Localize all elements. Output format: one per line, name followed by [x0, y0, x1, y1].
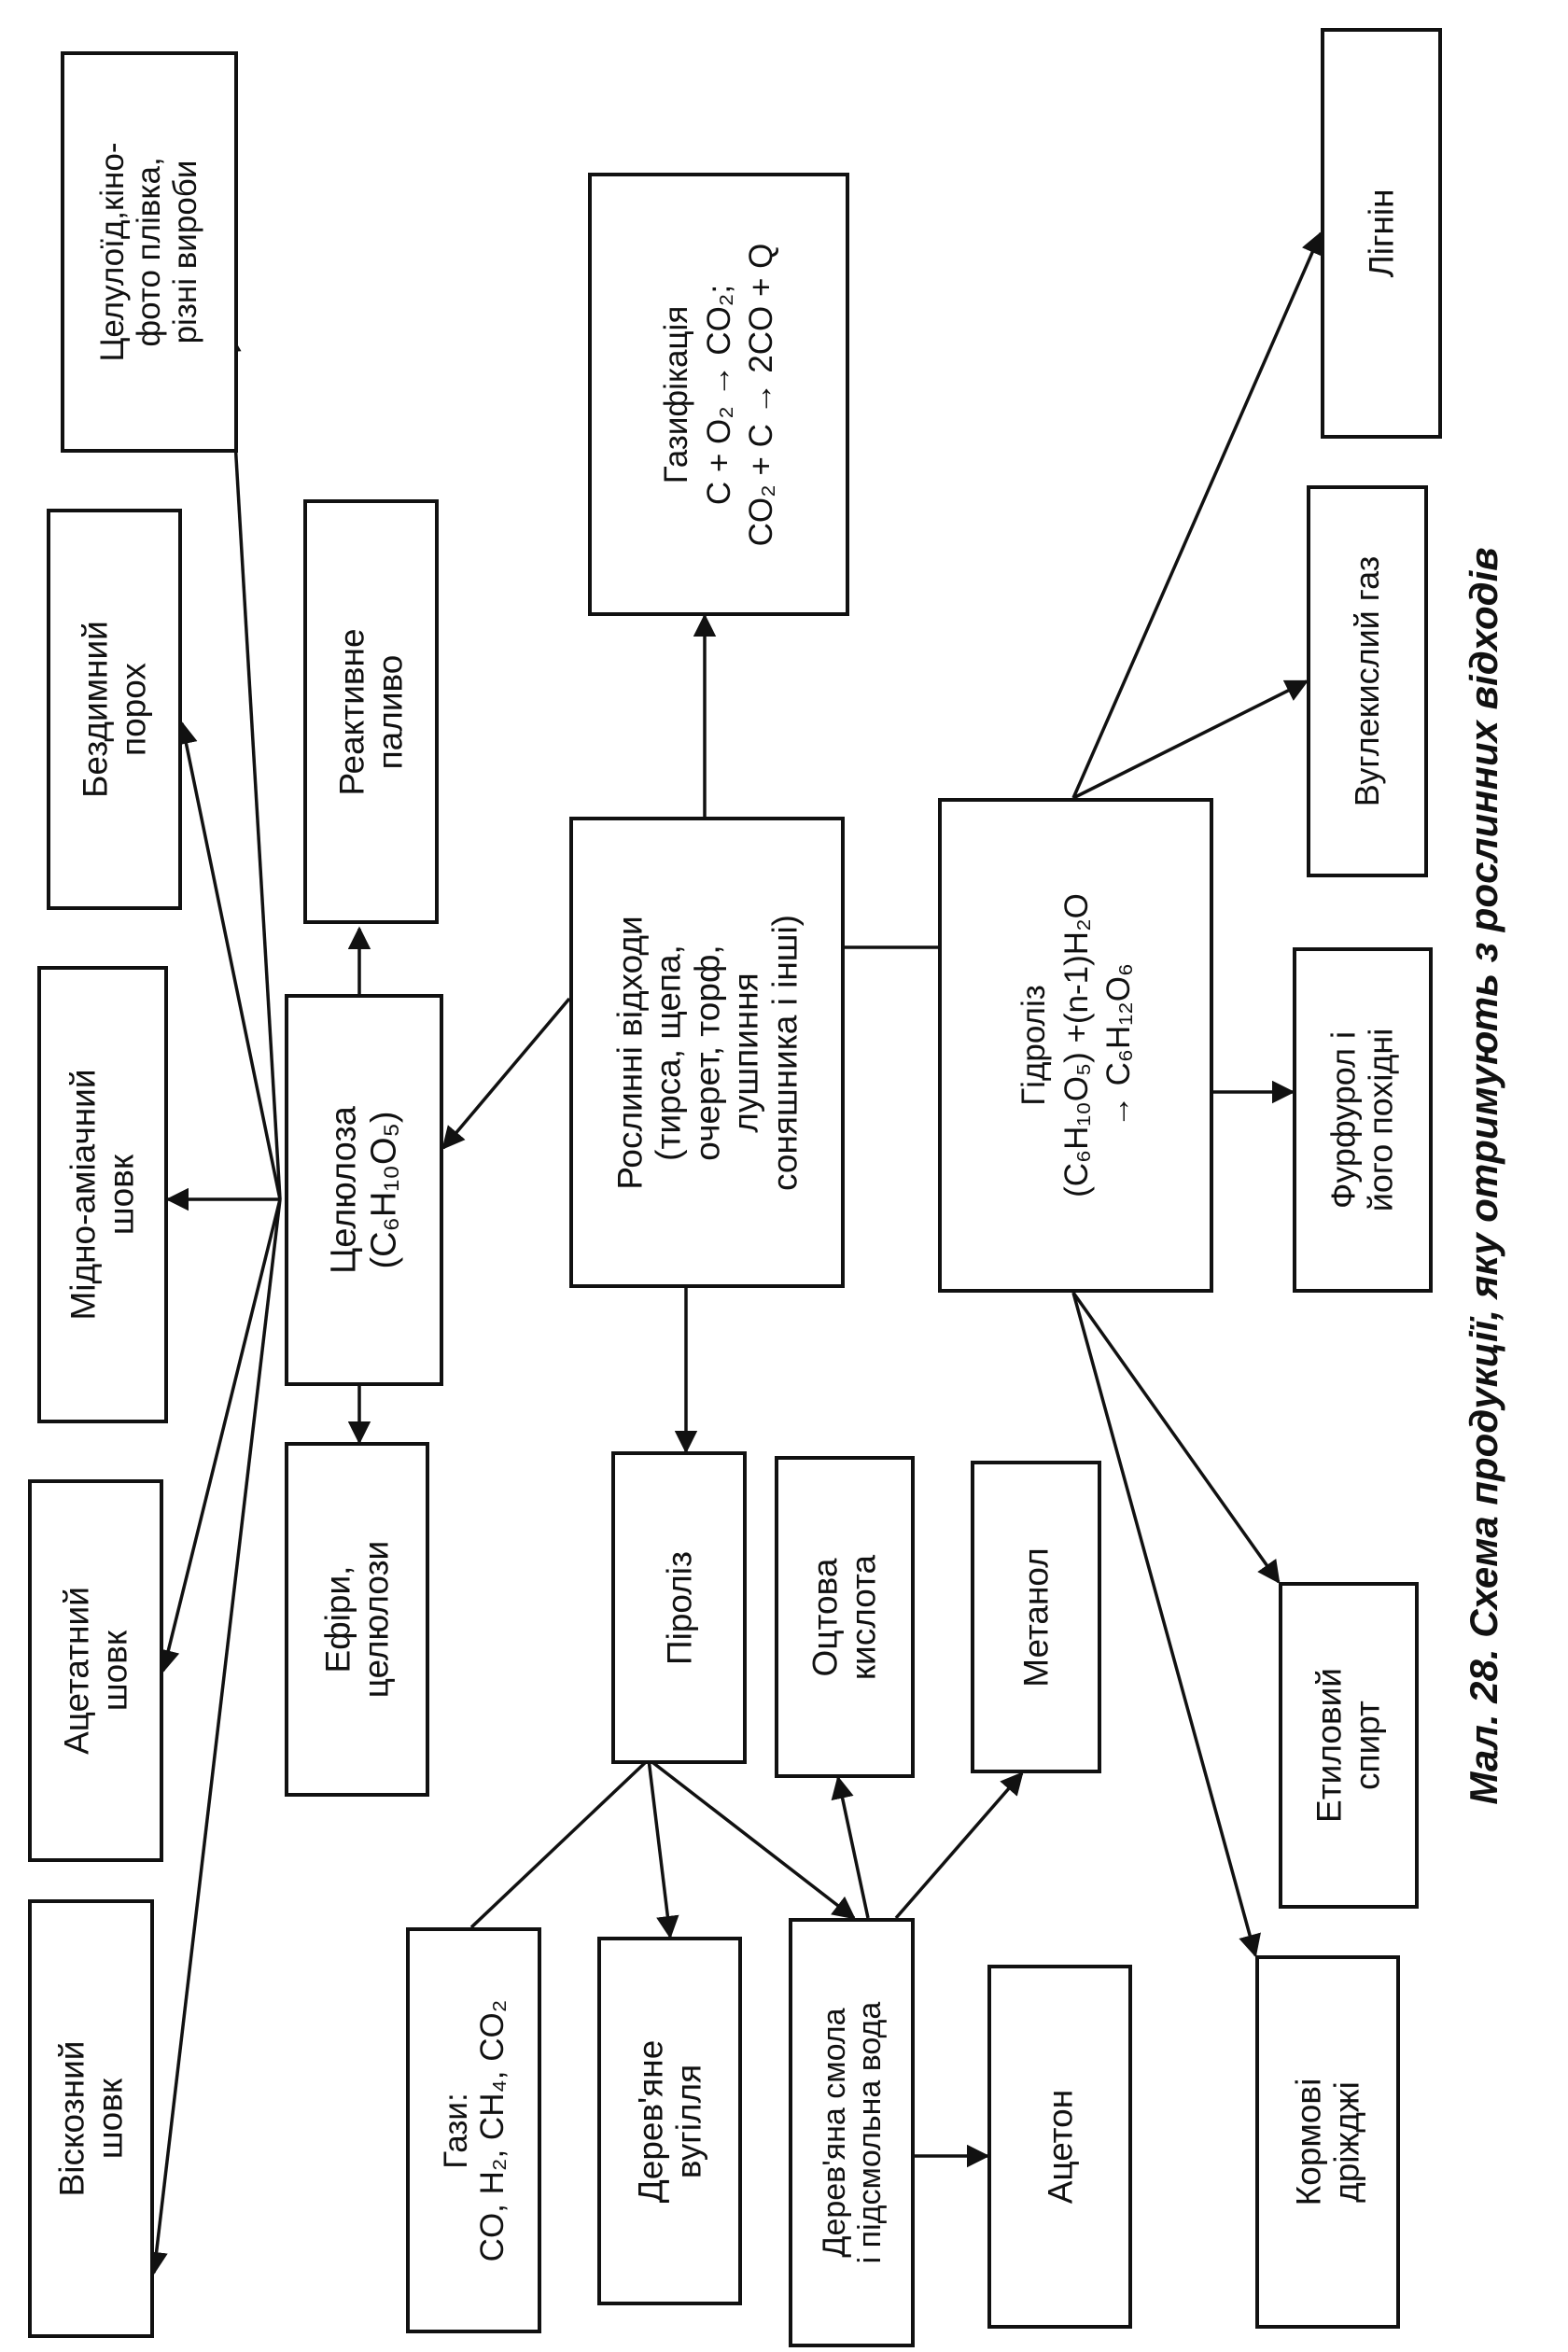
label-acetate-silk: Ацетатний шовк	[57, 1587, 134, 1755]
box-wood-tar: Дерев'яна смола і підсмольна вода	[789, 1918, 915, 2347]
box-furfural: Фурфурол і його похідні	[1293, 947, 1433, 1293]
label-acetic-acid: Оцтова кислота	[805, 1554, 883, 1680]
label-copper-ammonia-silk: Мідно-аміачний шовк	[63, 1069, 141, 1321]
label-methanol: Метанол	[1016, 1547, 1056, 1687]
box-carbon-dioxide: Вуглекислий газ	[1307, 485, 1428, 877]
arrow-cellulose-to-powder	[175, 721, 282, 1200]
label-hydrolysis: Гідроліз (C₆H₁₀O₅) +(n-1)H₂O → C₆H₁₂O₆	[1015, 893, 1137, 1197]
box-cellulose: Целюлоза (C₆H₁₀O₅)	[285, 994, 443, 1386]
label-wood-tar: Дерев'яна смола і підсмольна вода	[816, 2001, 888, 2264]
box-ethyl-alcohol: Етиловий спирт	[1279, 1582, 1419, 1909]
box-copper-ammonia-silk: Мідно-аміачний шовк	[37, 966, 168, 1423]
label-smokeless-powder: Бездимний порох	[76, 621, 153, 798]
arrow-cellulose-to-viscose	[145, 1198, 282, 2275]
arrow-hydrolysis-to-co2	[1072, 679, 1309, 800]
box-methanol: Метанол	[971, 1461, 1101, 1773]
box-acetone: Ацетон	[987, 1965, 1132, 2329]
box-plant-waste[interactable]: Рослинні відходи (тирса, щепа, очерет, т…	[569, 817, 845, 1288]
label-cellulose: Целюлоза (C₆H₁₀O₅)	[324, 1106, 403, 1274]
label-pyrolysis: Піроліз	[659, 1550, 698, 1665]
box-charcoal: Дерев'яне вугілля	[597, 1937, 742, 2305]
box-viscose-silk: Віскозний шовк	[28, 1899, 154, 2338]
label-celluloid: Целулоїд,кіно- фото плівка, різні вироби	[94, 142, 204, 362]
label-viscose-silk: Віскозний шовк	[52, 2040, 130, 2197]
arrow-hydrolysis-to-ethanol	[1071, 1291, 1281, 1584]
arrow-cellulose-to-acetate	[157, 1198, 282, 1673]
label-fodder-yeast: Кормові дріжджі	[1289, 2078, 1366, 2206]
label-lignin: Лігнін	[1362, 189, 1401, 278]
label-charcoal: Дерев'яне вугілля	[631, 2039, 708, 2203]
label-acetone: Ацетон	[1040, 2089, 1079, 2205]
label-jet-fuel: Реактивне паливо	[332, 627, 410, 796]
arrow-pyrolysis-to-charcoal	[647, 1758, 679, 1939]
arrow-cellulose-to-celluloid	[218, 329, 282, 1200]
label-pyrolysis-gases: Гази: CO, H₂, CH₄, CO₂	[437, 1999, 511, 2261]
box-gasification: Газифікація C + O₂ → CO₂; CO₂ + C → 2CO …	[588, 173, 849, 616]
arrow-pyrolysis-to-tar	[647, 1757, 856, 1920]
arrow-tar-to-methanol	[894, 1771, 1024, 1920]
box-pyrolysis-gases: Гази: CO, H₂, CH₄, CO₂	[406, 1927, 541, 2333]
label-cellulose-esters: Ефіри, целюлози	[318, 1540, 396, 1699]
box-jet-fuel: Реактивне паливо	[303, 499, 439, 924]
arrow-tar-to-acetic-acid	[831, 1775, 870, 1919]
arrow-center-to-cellulose	[441, 997, 571, 1150]
label-gasification: Газифікація C + O₂ → CO₂; CO₂ + C → 2CO …	[657, 243, 779, 546]
box-acetate-silk: Ацетатний шовк	[28, 1479, 163, 1862]
box-acetic-acid: Оцтова кислота	[775, 1456, 915, 1778]
box-celluloid: Целулоїд,кіно- фото плівка, різні вироби	[61, 51, 238, 453]
arrow-hydrolysis-to-yeast	[1071, 1292, 1261, 1958]
box-lignin: Лігнін	[1321, 28, 1442, 439]
label-furfural: Фурфурол і його похідні	[1323, 1028, 1400, 1212]
line-pyrolysis-to-gases	[469, 1757, 651, 1929]
label-plant-waste: Рослинні відходи (тирса, щепа, очерет, т…	[609, 914, 804, 1191]
box-cellulose-esters: Ефіри, целюлози	[285, 1442, 429, 1797]
label-ethyl-alcohol: Етиловий спирт	[1309, 1668, 1387, 1823]
box-fodder-yeast: Кормові дріжджі	[1255, 1955, 1400, 2329]
figure-caption: Мал. 28. Схема продукції, яку отримують …	[1462, 547, 1505, 1805]
box-smokeless-powder: Бездимний порох	[47, 509, 182, 910]
arrow-hydrolysis-to-lignin	[1071, 231, 1323, 799]
label-carbon-dioxide: Вуглекислий газ	[1347, 555, 1386, 807]
box-hydrolysis[interactable]: Гідроліз (C₆H₁₀O₅) +(n-1)H₂O → C₆H₁₂O₆	[938, 798, 1213, 1293]
box-pyrolysis: Піроліз	[611, 1451, 747, 1764]
